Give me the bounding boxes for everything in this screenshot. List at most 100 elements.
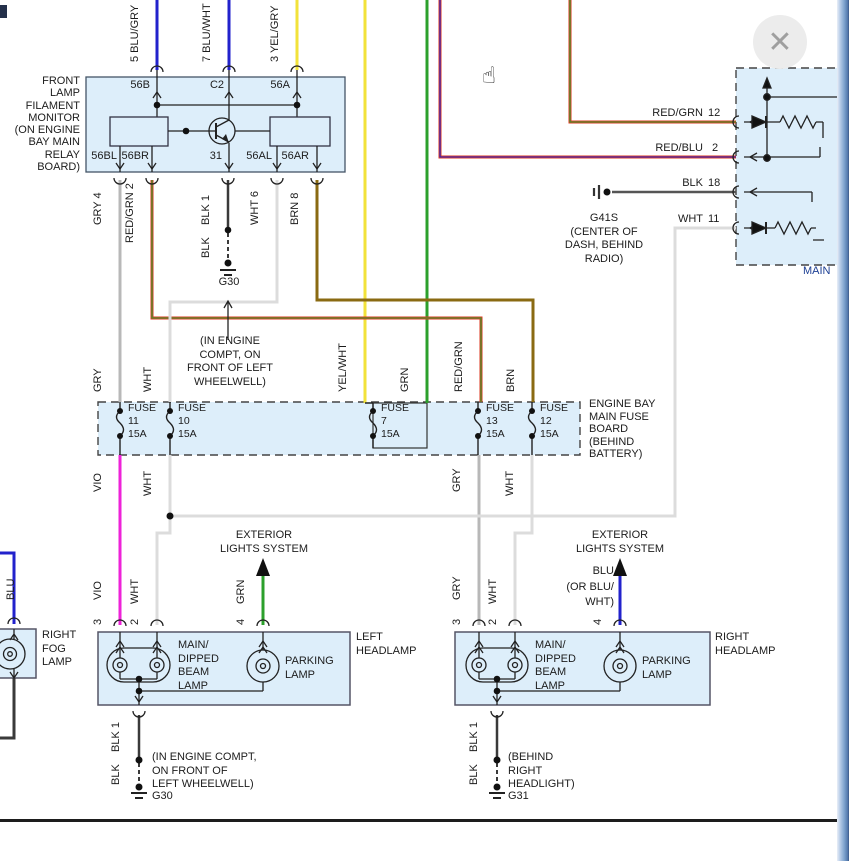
wire-red-grn-12-stripe — [569, 0, 736, 123]
wire-runs — [0, 0, 736, 785]
wire-label: WHT — [487, 578, 499, 604]
right-headlamp-label: RIGHT HEADLAMP — [715, 631, 776, 657]
arrow-up-icon — [762, 76, 772, 89]
relay-pin-label: 56BL — [91, 150, 117, 162]
wire-label: BLU — [5, 578, 17, 600]
wire-label: BLU (OR BLU/ WHT) — [566, 565, 614, 608]
wire-label: RED/GRN — [453, 341, 465, 392]
wire-label: BLK — [110, 764, 122, 785]
location-note: (BEHIND RIGHT HEADLIGHT) — [508, 751, 575, 791]
wire-wht-sense-11 — [170, 226, 736, 518]
wire-label: GRY 4 — [92, 192, 104, 225]
arrow-up-icon — [613, 558, 627, 576]
pin-number: 3 — [92, 618, 104, 625]
wire-label: WHT — [142, 470, 154, 496]
pin-number: 2 — [487, 618, 499, 625]
clipped-content-fragment — [0, 5, 7, 18]
wire-label: BLK — [682, 177, 703, 189]
wire-label: GRN — [235, 579, 247, 604]
pin-number: 12 — [708, 107, 721, 119]
ground-label: G30 — [152, 790, 173, 802]
wire-label: GRN — [399, 367, 411, 392]
left-headlamp-box — [97, 631, 351, 706]
wire-label: VIO — [92, 581, 104, 600]
ground-g31-bottom — [489, 756, 505, 799]
fuse-11-icon — [115, 410, 125, 437]
wire-label: WHT — [677, 213, 703, 225]
wire-wht-left — [155, 455, 172, 625]
exterior-lights-label: EXTERIOR LIGHTS SYSTEM — [219, 529, 309, 555]
relay-pin-label: 56B — [130, 79, 150, 91]
connector-internals — [732, 76, 849, 241]
relay-pin-label: 31 — [209, 150, 222, 162]
wire-label: RED/GRN 2 — [124, 183, 136, 243]
resistor-icon — [779, 114, 817, 130]
wire-label: VIO — [92, 473, 104, 492]
clipped-board-label: MAIN — [803, 265, 831, 277]
pin-number: 11 — [708, 213, 720, 225]
wire-blu-fog — [0, 551, 16, 624]
fuse-board-box — [97, 401, 581, 456]
parking-lamp-label: PARKING LAMP — [285, 655, 334, 681]
wire-label: RED/BLU — [655, 142, 703, 154]
cursor-hand-icon: ☝ — [482, 62, 497, 88]
fuse-13-icon — [473, 410, 483, 437]
parking-lamp-label: PARKING LAMP — [642, 655, 691, 681]
wire-label: BRN 8 — [289, 192, 301, 225]
wire-label: GRY — [451, 576, 463, 600]
wire-label: BRN — [505, 368, 517, 392]
fog-lamp-internals — [0, 617, 26, 680]
relay-internals — [109, 65, 331, 185]
wire-label: WHT — [142, 366, 154, 392]
wire-label: BLK 2 — [0, 705, 1, 735]
offpage-arrows — [256, 558, 627, 576]
vertical-scrollbar[interactable] — [837, 0, 849, 861]
wire-label: RED/GRN — [652, 107, 703, 119]
pin-number: 3 — [451, 618, 463, 625]
fuse-12-icon — [527, 410, 537, 437]
close-button[interactable]: ✕ — [753, 15, 807, 69]
pin-number: 18 — [708, 177, 721, 189]
wire-red-grn-12 — [568, 0, 736, 124]
main-beam-label: MAIN/ DIPPED BEAM LAMP — [535, 639, 576, 693]
pin-number: 4 — [235, 618, 247, 625]
wire-label: BLK 1 — [200, 195, 212, 225]
ground-icon — [131, 792, 147, 799]
ground-icon — [489, 792, 505, 799]
wire-red-blu-2-stripe — [439, 0, 736, 158]
fuse-symbols — [115, 402, 537, 455]
wire-brn-8 — [315, 180, 535, 402]
fuse-10-icon — [165, 410, 175, 437]
wire-label: GRY — [92, 368, 104, 392]
relay-title: FRONT LAMP FILAMENT MONITOR (ON ENGINE B… — [14, 75, 80, 174]
main-beam-label: MAIN/ DIPPED BEAM LAMP — [178, 639, 219, 693]
ground-label: G30 — [218, 276, 240, 288]
resistor-icon — [774, 220, 812, 236]
location-note: (IN ENGINE COMPT, ON FRONT OF LEFT WHEEL… — [152, 751, 257, 791]
wire-label: BLK 1 — [468, 722, 480, 752]
page-bottom-border — [0, 819, 849, 822]
wire-label: WHT — [504, 470, 516, 496]
left-headlamp-label: LEFT HEADLAMP — [356, 631, 417, 657]
location-note: (IN ENGINE COMPT, ON FRONT OF LEFT WHEEL… — [187, 335, 273, 388]
g41s-label: G41S (CENTER OF DASH, BEHIND RADIO) — [564, 212, 644, 266]
wire-label: BLK 1 — [110, 722, 122, 752]
exterior-lights-label: EXTERIOR LIGHTS SYSTEM — [575, 529, 665, 555]
wire-label: BLK — [200, 237, 212, 258]
arrow-up-icon — [256, 558, 270, 576]
g41s-ground-stub — [592, 185, 611, 199]
pin-number: 2 — [129, 618, 141, 625]
wire-label: GRY — [451, 468, 463, 492]
ground-label: G31 — [508, 790, 529, 802]
wire-label: YEL/WHT — [337, 343, 349, 392]
wire-label: 5 BLU/GRY — [129, 4, 141, 62]
fog-lamp-box — [0, 628, 37, 679]
relay-pin-label: 56A — [270, 79, 290, 91]
wire-wht-6 — [168, 180, 279, 402]
wire-wht-right — [513, 455, 534, 625]
